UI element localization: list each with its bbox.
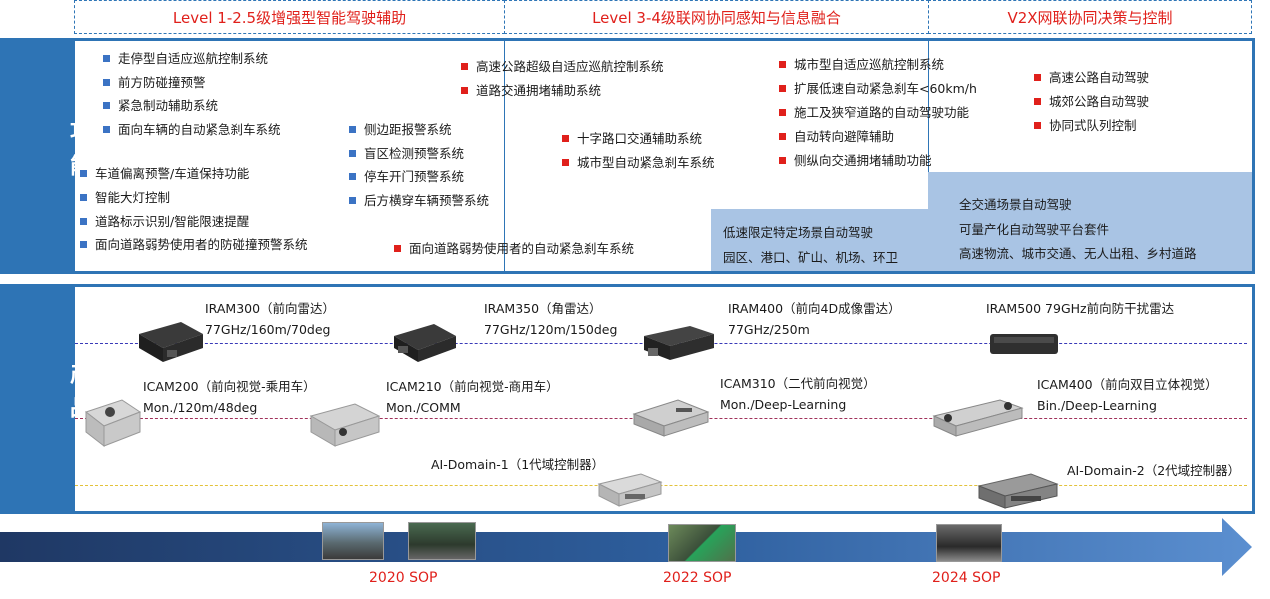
aidomain1-device-image [597, 473, 663, 507]
level-header-1: Level 1-2.5级增强型智能驾驶辅助 [74, 0, 505, 34]
icam200-device-image [84, 399, 142, 448]
sop-2024-label: 2024 SOP [932, 570, 1001, 586]
sop-2020-image-b [408, 522, 476, 560]
low-speed-title: 低速限定特定场景自动驾驶 [723, 225, 874, 240]
function-item: 协同式队列控制 [1034, 118, 1137, 134]
sop-2020-label: 2020 SOP [369, 570, 438, 586]
timeline-arrow [0, 518, 1252, 576]
product-icam400-spec: Bin./Deep-Learning [1037, 398, 1157, 413]
product-aidomain1-name: AI-Domain-1（1代域控制器） [431, 457, 605, 472]
product-icam400-name: ICAM400（前向双目立体视觉） [1037, 377, 1218, 392]
product-icam310-name: ICAM310（二代前向视觉） [720, 376, 876, 391]
iram500-device-image [990, 334, 1058, 354]
function-item: 前方防碰撞预警 [103, 75, 206, 91]
product-iram400-spec: 77GHz/250m [728, 322, 810, 337]
product-iram350-name: IRAM350（角雷达） [484, 301, 602, 316]
product-iram400-name: IRAM400（前向4D成像雷达） [728, 301, 901, 316]
full-scene-apps: 高速物流、城市交通、无人出租、乡村道路 [959, 246, 1197, 261]
function-item: 扩展低速自动紧急刹车<60km/h [779, 81, 977, 97]
full-scene-title: 全交通场景自动驾驶 [959, 197, 1072, 212]
product-band [0, 284, 72, 514]
function-item: 走停型自适应巡航控制系统 [103, 51, 268, 67]
product-icam310-spec: Mon./Deep-Learning [720, 397, 847, 412]
function-item: 城郊公路自动驾驶 [1034, 94, 1149, 110]
product-aidomain2-name: AI-Domain-2（2代域控制器） [1067, 463, 1241, 478]
function-item: 施工及狭窄道路的自动驾驶功能 [779, 105, 969, 121]
product-panel [72, 284, 1255, 514]
function-item: 侧边距报警系统 [349, 122, 452, 138]
low-speed-box: 低速限定特定场景自动驾驶 园区、港口、矿山、机场、环卫 [711, 209, 928, 271]
product-iram300-name: IRAM300（前向雷达） [205, 301, 336, 316]
icam310-device-image [632, 399, 710, 437]
function-item: 侧纵向交通拥堵辅助功能 [779, 153, 932, 169]
product-icam200-name: ICAM200（前向视觉-乘用车） [143, 379, 316, 394]
level-header-3: V2X网联协同决策与控制 [928, 0, 1252, 34]
function-item: 智能大灯控制 [80, 190, 170, 206]
function-item: 面向道路弱势使用者的自动紧急刹车系统 [394, 241, 634, 257]
full-scene-platform: 可量产化自动驾驶平台套件 [959, 222, 1110, 237]
icam210-device-image [309, 403, 381, 447]
function-item: 十字路口交通辅助系统 [562, 131, 702, 147]
aidomain2-device-image [977, 473, 1059, 509]
function-item: 自动转向避障辅助 [779, 129, 894, 145]
product-iram300-spec: 77GHz/160m/70deg [205, 322, 331, 337]
function-item: 道路交通拥堵辅助系统 [461, 83, 601, 99]
product-icam210-name: ICAM210（前向视觉-商用车） [386, 379, 559, 394]
sop-2022-image [668, 524, 736, 562]
function-item: 高速公路超级自适应巡航控制系统 [461, 59, 664, 75]
full-scene-box: 全交通场景自动驾驶 可量产化自动驾驶平台套件 高速物流、城市交通、无人出租、乡村… [928, 172, 1252, 271]
level-header-2: Level 3-4级联网协同感知与信息融合 [504, 0, 929, 34]
product-icam200-spec: Mon./120m/48deg [143, 400, 258, 415]
function-item: 停车开门预警系统 [349, 169, 464, 185]
product-iram350-spec: 77GHz/120m/150deg [484, 322, 618, 337]
function-item: 紧急制动辅助系统 [103, 98, 218, 114]
function-item: 高速公路自动驾驶 [1034, 70, 1149, 86]
product-iram500-name: IRAM500 79GHz前向防干扰雷达 [986, 301, 1175, 316]
icam400-device-image [932, 399, 1024, 437]
low-speed-scenes: 园区、港口、矿山、机场、环卫 [723, 250, 899, 265]
sop-2022-label: 2022 SOP [663, 570, 732, 586]
function-item: 盲区检测预警系统 [349, 146, 464, 162]
level-divider-1 [504, 41, 505, 271]
function-item: 面向道路弱势使用者的防碰撞预警系统 [80, 237, 308, 253]
function-item: 面向车辆的自动紧急刹车系统 [103, 122, 281, 138]
function-item: 车道偏离预警/车道保持功能 [80, 166, 249, 182]
iram400-device-image [644, 326, 714, 360]
sop-2024-image [936, 524, 1002, 562]
function-item: 城市型自动紧急刹车系统 [562, 155, 715, 171]
function-item: 城市型自适应巡航控制系统 [779, 57, 944, 73]
function-item: 后方横穿车辆预警系统 [349, 193, 489, 209]
product-icam210-spec: Mon./COMM [386, 400, 461, 415]
sop-2020-image-a [322, 522, 384, 560]
function-item: 道路标示识别/智能限速提醒 [80, 214, 249, 230]
iram350-device-image [394, 324, 456, 362]
function-band [0, 38, 72, 274]
iram300-device-image [139, 322, 203, 362]
level-divider-2 [928, 41, 929, 271]
